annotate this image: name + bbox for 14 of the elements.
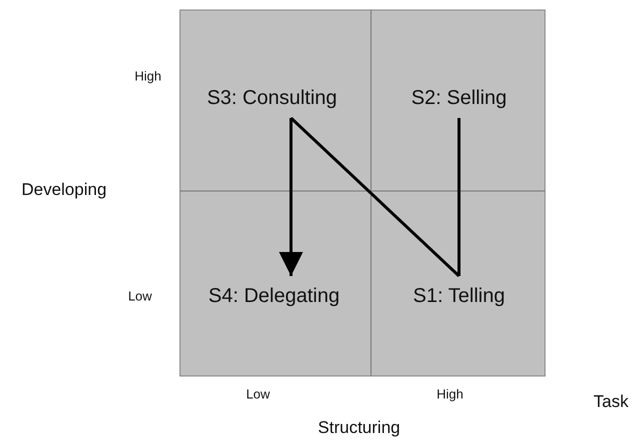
tick-label: High <box>134 68 162 84</box>
axis-label: Structuring <box>318 418 400 438</box>
connector-line <box>290 116 460 278</box>
quadrant-label: S3: Consulting <box>188 78 356 118</box>
connector-line <box>458 118 460 276</box>
quadrant-label: S2: Selling <box>390 78 528 118</box>
axis-label: Task <box>594 392 628 412</box>
tick-label: High <box>436 386 464 402</box>
quadrant-label: S4: Delegating <box>188 276 360 316</box>
quadrant-label: S1: Telling <box>390 276 528 316</box>
axis-label: Developing <box>21 180 107 200</box>
arrow <box>279 118 303 276</box>
tick-label: Low <box>246 386 270 402</box>
tick-label: Low <box>128 288 152 304</box>
